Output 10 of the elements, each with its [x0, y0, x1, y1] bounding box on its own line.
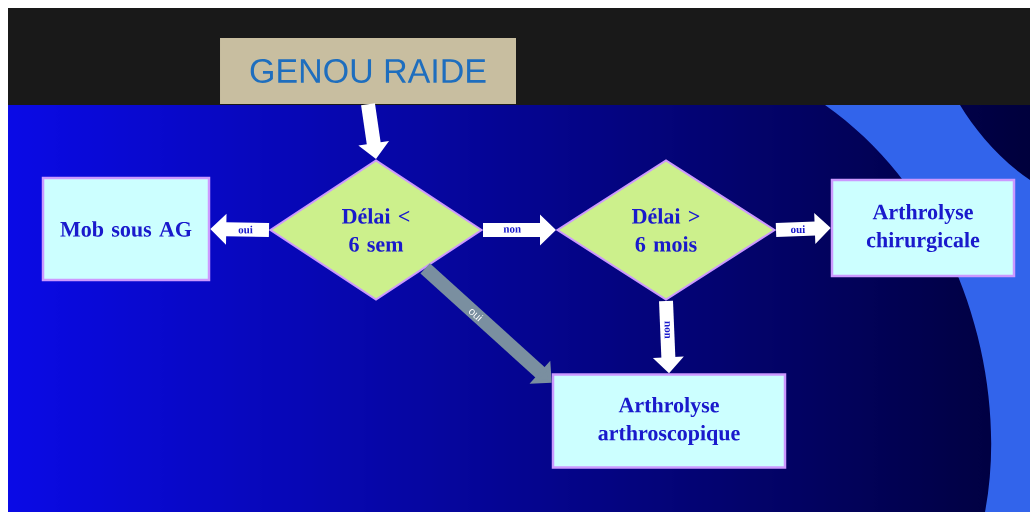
title-box: GENOU RAIDE: [220, 38, 516, 104]
edge-label: oui: [469, 309, 484, 322]
process-box: Arthrolyse arthroscopique: [551, 373, 787, 469]
process-box: Arthrolyse chirurgicale: [830, 178, 1016, 278]
edge-label: non: [503, 227, 521, 233]
edge-label: oui: [791, 225, 806, 234]
block-arrow: [420, 263, 552, 384]
edge-label: oui: [238, 225, 253, 234]
edge-label: non: [664, 321, 670, 339]
process-box: Mob sous AG: [41, 176, 211, 282]
